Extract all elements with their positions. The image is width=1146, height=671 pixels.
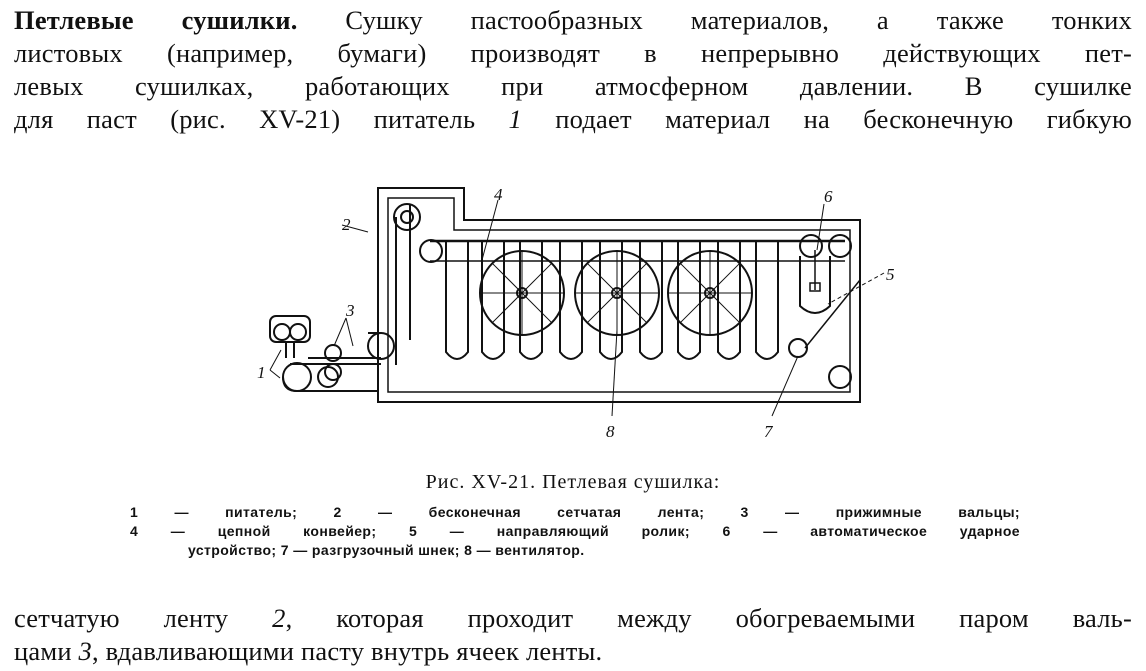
label-2: 2 [342,215,351,234]
diagram-svg: 2 4 6 5 3 1 8 7 [257,185,895,441]
fan-blade [679,262,711,294]
roller-top [393,203,421,231]
housing-outline [377,187,861,403]
ref-number: 3 [78,636,92,666]
fan-3 [667,250,753,336]
belt-loop [599,241,623,360]
text-fragment: для паст (рис. XV-21) питатель [14,104,509,134]
fan-blade [709,292,741,324]
text-fragment: цами [14,636,79,666]
fan-blade [709,262,741,294]
legend-line: 1 — питатель; 2 — бесконечная сетчатая л… [130,504,1020,520]
label-1: 1 [257,363,266,382]
figure-legend: 1 — питатель; 2 — бесконечная сетчатая л… [130,503,1020,560]
guide-roller-bottom [828,365,852,389]
label-8: 8 [606,422,615,441]
belt-loop [519,241,543,360]
belt-loop [717,241,741,360]
belt-loop [677,241,701,360]
fan-1 [479,250,565,336]
belt-loop [559,241,583,360]
text-line: листовых (например, бумаги) производят в… [14,38,1132,68]
belt-loops [445,241,779,360]
belt-loop [481,241,505,360]
fan-hub [516,287,528,299]
paragraph-intro: Петлевые сушилки. Сушку пастообразных ма… [14,4,1132,136]
text-fragment: , вдавливающими пасту внутрь ячеек ленты… [91,636,603,666]
fan-2 [574,250,660,336]
label-6: 6 [824,187,833,206]
label-3: 3 [345,301,355,320]
paragraph-continued: сетчатую ленту 2, которая проходит между… [14,602,1132,668]
fan-hub [704,287,716,299]
housing-inner [387,197,851,393]
ref-number: 1 [508,104,522,134]
press-roller-bottom [324,363,342,381]
fan-blade [491,262,523,294]
fan-blade [586,292,618,324]
fan-blade [521,292,553,324]
fan-blade [679,292,711,324]
label-5: 5 [886,265,895,284]
figure-caption: Рис. XV-21. Петлевая сушилка: [425,471,721,493]
impact-device [809,250,821,292]
legend-line: устройство; 7 — разгрузочный шнек; 8 — в… [188,542,585,558]
legend-line: 4 — цепной конвейер; 5 — направляющий ро… [130,523,1020,539]
text-fragment: сетчатую ленту [14,603,273,633]
label-4: 4 [494,185,503,204]
text-line: сетчатую ленту 2, которая проходит между… [14,602,1132,635]
press-roller-top [324,344,342,362]
text-line: Петлевые сушилки. Сушку пастообразных ма… [14,4,1132,37]
text-fragment: Сушку пастообразных материалов, а также … [297,5,1133,35]
belt-loop [639,241,663,360]
text-line: для паст (рис. XV-21) питатель 1 подает … [14,103,1132,136]
belt-loop [445,241,469,360]
feeder [269,315,311,358]
right-loop [799,256,831,314]
discharge-screw [788,338,808,358]
fan-blade [616,262,648,294]
text-line: левых сушилках, работающих при атмосферн… [14,71,1132,101]
fan-blade [616,292,648,324]
roller-left [419,239,443,263]
mesh-belt [282,204,411,392]
text-line: цами 3, вдавливающими пасту внутрь ячеек… [14,635,1132,668]
label-7: 7 [764,422,774,441]
section-heading: Петлевые сушилки. [14,5,298,35]
roller-right [828,234,852,258]
belt-loop [755,241,779,360]
ref-number: 2 [272,603,286,633]
text-fragment: подает материал на бесконечную гибкую [522,104,1132,134]
fan-blade [521,262,553,294]
dryer-diagram: 2 4 6 5 3 1 8 7 [250,180,895,442]
roller-right-top [799,234,823,258]
fan-blade [586,262,618,294]
roller-feed [367,332,395,360]
text-fragment: , которая проходит между обогреваемыми п… [285,603,1132,633]
fan-blade [491,292,523,324]
fan-hub [611,287,623,299]
